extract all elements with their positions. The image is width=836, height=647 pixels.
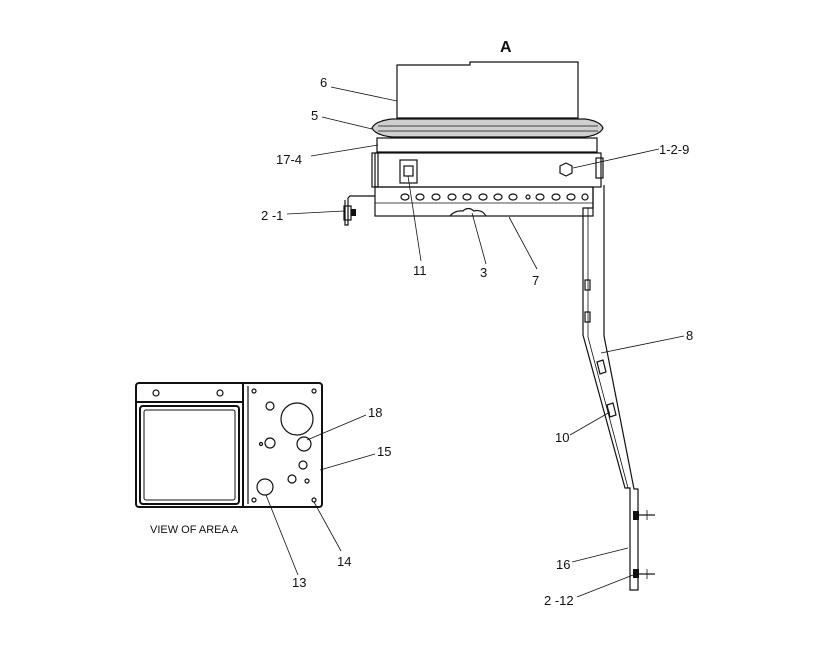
clip-part-2-1: [343, 195, 375, 226]
support-bracket-part-8: [582, 185, 639, 591]
callout-2-12: 2 -12: [544, 593, 574, 608]
callout-10: 10: [555, 430, 569, 445]
hole-row: [400, 193, 589, 201]
area-a-label: A: [500, 39, 512, 56]
cutout-part-3: [449, 207, 487, 217]
callout-1-2-9: 1-2-9: [659, 142, 689, 157]
callout-16: 16: [556, 557, 570, 572]
plate-part-17-4: [376, 137, 598, 153]
callout-2-1: 2 -1: [261, 208, 283, 223]
callout-18: 18: [368, 405, 382, 420]
callout-11: 11: [413, 263, 427, 278]
callout-6: 6: [320, 75, 327, 90]
callout-3: 3: [480, 265, 487, 280]
callout-8: 8: [686, 328, 693, 343]
callout-7: 7: [532, 273, 539, 288]
callout-5: 5: [311, 108, 318, 123]
seal-ring-part-5: [371, 118, 604, 138]
housing-part-6: [396, 61, 579, 119]
view-of-area-a-title: VIEW OF AREA A: [150, 524, 239, 536]
bracket-body: [371, 152, 604, 217]
callout-13: 13: [292, 575, 306, 590]
leader-lines: [265, 86, 685, 598]
view-of-area-a-panel: [135, 382, 323, 508]
callout-17-4: 17-4: [276, 152, 302, 167]
bottom-bolts-part-2-12: [633, 510, 655, 579]
bolt-head-part-1-2-9: [559, 162, 573, 177]
callout-14: 14: [337, 554, 351, 569]
callout-15: 15: [377, 444, 391, 459]
bolt-part-11: [399, 159, 418, 184]
